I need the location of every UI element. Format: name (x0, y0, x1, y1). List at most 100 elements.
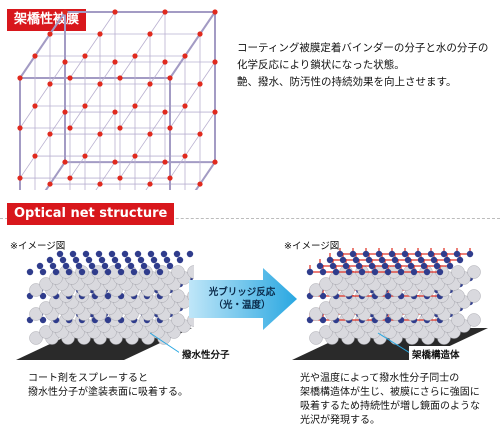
molecule (104, 292, 112, 300)
lattice-node (47, 131, 53, 137)
section-divider (0, 218, 500, 219)
molecule (436, 268, 444, 276)
lattice-node (117, 125, 123, 131)
lattice-line (149, 61, 166, 85)
lattice-line (145, 183, 151, 190)
molecule (414, 250, 422, 258)
sphere (309, 307, 323, 321)
molecule (381, 262, 389, 270)
lattice-node (167, 75, 173, 81)
lattice-node (97, 131, 103, 137)
molecule (127, 262, 135, 270)
lattice-line (184, 133, 201, 157)
molecule (111, 256, 119, 264)
molecule (173, 250, 181, 258)
lattice-edge (199, 161, 216, 185)
reaction-label-line1: 光ブリッジ反応 (208, 287, 276, 298)
lattice-node (112, 59, 118, 65)
molecule-stack-after (292, 248, 488, 360)
molecule (339, 256, 347, 264)
lattice-line (134, 83, 151, 107)
lattice-node (47, 181, 53, 187)
lattice-line (119, 105, 136, 129)
lattice-line (49, 61, 66, 85)
lattice-line (34, 133, 51, 157)
lattice-node (32, 103, 38, 109)
crosslink-description: コーティング被膜定着バインダーの分子と水の分子の 化学反応により鎖状になった状態… (237, 40, 499, 91)
label-crosslink-structure: 架橋構造体 (409, 346, 463, 362)
lattice-line (149, 161, 166, 185)
molecule (91, 268, 99, 276)
molecule (62, 262, 70, 270)
molecule (108, 250, 116, 258)
lattice-node (212, 109, 218, 115)
image-note-left: ※イメージ図 (10, 241, 66, 252)
lattice-line (95, 183, 101, 190)
sphere (29, 331, 43, 345)
sphere (467, 313, 481, 327)
molecule (49, 262, 57, 270)
lattice-line (49, 111, 66, 135)
sphere (171, 313, 185, 327)
crosslink-lattice-diagram (17, 9, 218, 190)
molecule (130, 268, 138, 276)
molecule (427, 250, 435, 258)
molecule (156, 268, 164, 276)
lattice-line (69, 105, 86, 129)
sphere (467, 265, 481, 279)
lattice-node (32, 53, 38, 59)
molecule (391, 256, 399, 264)
lattice-node (162, 109, 168, 115)
lattice-node (212, 9, 218, 15)
lattice-edge (44, 183, 51, 190)
lattice-node (197, 181, 203, 187)
caption-before: コート剤をスプレーすると 撥水性分子が塗装表面に吸着する。 (28, 372, 228, 400)
lattice-node (82, 153, 88, 159)
lattice-node (182, 153, 188, 159)
lattice-line (19, 105, 36, 129)
lattice-node (62, 9, 68, 15)
lattice-node (132, 53, 138, 59)
caption-line: 撥水性分子が塗装表面に吸着する。 (28, 387, 188, 398)
molecule (407, 262, 415, 270)
molecule (397, 268, 405, 276)
lattice-line (149, 11, 166, 35)
molecule (401, 250, 409, 258)
lattice-node (117, 175, 123, 181)
sphere (451, 265, 465, 279)
molecule (82, 250, 90, 258)
lattice-node (147, 131, 153, 137)
lattice-line (169, 155, 186, 179)
molecule (423, 268, 431, 276)
lattice-node (67, 175, 73, 181)
molecule (166, 262, 174, 270)
molecule (150, 256, 158, 264)
lattice-node (212, 159, 218, 165)
caption-line: 光沢が発現する。 (300, 415, 380, 426)
description-line: コーティング被膜定着バインダーの分子と水の分子の (237, 42, 489, 54)
molecule (85, 256, 93, 264)
molecule (143, 268, 151, 276)
molecule (137, 256, 145, 264)
molecule (384, 316, 392, 324)
lattice-node (97, 81, 103, 87)
sphere (171, 289, 185, 303)
caption-line: 吸着するため持続性が増し鏡面のような (300, 401, 480, 412)
sphere (451, 289, 465, 303)
lattice-node (112, 9, 118, 15)
reaction-label: 光ブリッジ反応 （光・温度） (195, 286, 289, 312)
molecule (319, 316, 327, 324)
sphere (39, 301, 53, 315)
lattice-node (47, 81, 53, 87)
molecule (453, 250, 461, 258)
lattice-edge (169, 55, 186, 79)
lattice-node (82, 53, 88, 59)
molecule (140, 262, 148, 270)
molecule (134, 250, 142, 258)
sphere (309, 331, 323, 345)
lattice-node (212, 59, 218, 65)
lattice-line (69, 155, 86, 179)
molecule (26, 268, 34, 276)
sphere (29, 283, 43, 297)
